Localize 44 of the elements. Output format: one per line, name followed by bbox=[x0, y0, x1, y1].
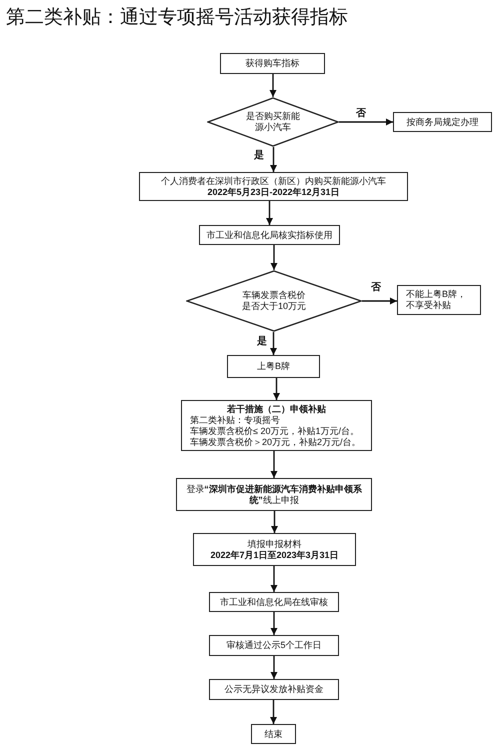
arrow bbox=[271, 511, 278, 533]
arrow bbox=[270, 147, 277, 172]
box-text: 第二类补贴：专项摇号 bbox=[190, 414, 280, 426]
arrow bbox=[273, 378, 280, 400]
arrow bbox=[270, 451, 278, 478]
arrow bbox=[270, 700, 277, 724]
arrow bbox=[270, 332, 277, 355]
box-text: 车辆发票含税价≤ 20万元，补贴1万元/台。 bbox=[190, 426, 359, 436]
process-box: 公示无异议发放补贴资金 bbox=[209, 679, 339, 700]
box-text: 填报申报材料 bbox=[248, 538, 302, 550]
process-box: 结束 bbox=[251, 724, 296, 744]
process-box bbox=[193, 533, 356, 566]
process-box: 登录“深圳市促进新能源汽车消费补贴申领系统”线上申报 bbox=[176, 478, 372, 511]
process-box: 按商务局规定办理 bbox=[393, 112, 492, 132]
arrow bbox=[266, 201, 273, 225]
box-text: 是否购买新能源小汽车 bbox=[245, 111, 301, 133]
process-box: 获得购车指标 bbox=[220, 53, 325, 74]
arrow bbox=[362, 298, 397, 304]
box-text: 车辆发票含税价是否大于10万元 bbox=[240, 290, 307, 312]
edge-label: 是 bbox=[256, 336, 268, 348]
box-text: 2022年7月1日至2023年3月31日 bbox=[210, 550, 339, 560]
process-box bbox=[139, 172, 408, 201]
arrow bbox=[270, 656, 278, 679]
process-box: 上粤B牌 bbox=[227, 355, 320, 378]
arrow bbox=[270, 612, 278, 635]
process-box bbox=[181, 400, 372, 451]
box-text: 2022年5月23日-2022年12月31日 bbox=[207, 186, 340, 198]
process-box: 市工业和信息化局在线审核 bbox=[209, 592, 339, 612]
process-box: 市工业和信息化局核实指标使用 bbox=[199, 225, 340, 245]
arrow bbox=[339, 118, 393, 126]
box-text: 车辆发票含税价＞20万元，补贴2万元/台。 bbox=[190, 436, 361, 448]
box-text: 若干措施（二）申领补贴 bbox=[227, 404, 326, 414]
diagram-title: 第二类补贴：通过专项摇号活动获得指标 bbox=[6, 6, 348, 30]
edge-label: 否 bbox=[355, 108, 367, 120]
decision-diamond bbox=[186, 270, 362, 332]
arrow bbox=[270, 245, 278, 270]
box-text: 个人消费者在深圳市行政区（新区）内购买新能源小汽车 bbox=[161, 176, 386, 186]
decision-diamond bbox=[207, 97, 339, 147]
arrow bbox=[270, 74, 276, 97]
edge-label: 是 bbox=[253, 150, 265, 162]
process-box: 不能上粤B牌，不享受补贴 bbox=[397, 285, 481, 315]
process-box: 审核通过公示5个工作日 bbox=[209, 635, 339, 656]
edge-label: 否 bbox=[370, 282, 382, 294]
arrow bbox=[270, 566, 278, 592]
